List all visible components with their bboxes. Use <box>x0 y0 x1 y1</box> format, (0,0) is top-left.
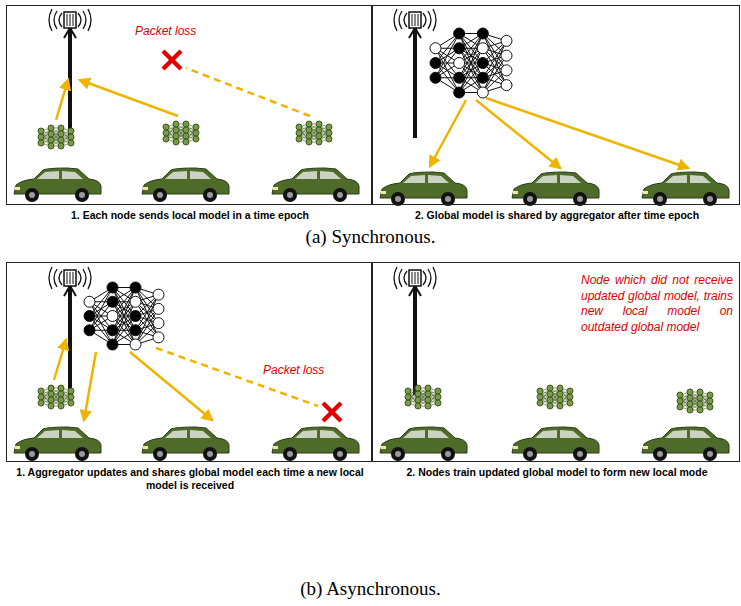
scenario-panel: Packet loss1. Each node sends local mode… <box>6 5 372 205</box>
local-model-network <box>38 385 74 409</box>
vehicle <box>642 427 729 461</box>
base-station-tower <box>49 9 91 138</box>
scenario-panel: Node which did not receive updated globa… <box>372 262 740 462</box>
scenario-panel: Packet loss1. Aggregator updates and sha… <box>6 262 372 462</box>
base-station-tower <box>394 9 436 138</box>
vehicle <box>642 172 729 206</box>
loss-cross <box>163 51 181 69</box>
transmission-arrow <box>80 80 178 116</box>
transmission-arrow <box>54 340 66 380</box>
vehicle <box>14 168 101 202</box>
panel-caption: 1. Aggregator updates and shares global … <box>5 466 375 492</box>
vehicle <box>272 168 359 202</box>
transmission-arrow <box>130 352 212 420</box>
subfigure-label: (a) Synchronous. <box>0 226 741 248</box>
vehicle <box>142 427 229 461</box>
panel-caption: 2. Nodes train updated global model to f… <box>371 466 741 479</box>
global-model-network <box>84 282 164 350</box>
vehicle <box>512 172 599 206</box>
transmission-arrow <box>430 100 466 166</box>
base-station-tower <box>394 267 436 395</box>
vehicle <box>272 427 359 461</box>
panel-caption: 1. Each node sends local model in a time… <box>5 209 375 222</box>
local-model-network <box>537 385 573 409</box>
local-model-network <box>163 121 199 145</box>
vehicle <box>142 168 229 202</box>
subfigure-label: (b) Asynchronous. <box>0 578 741 600</box>
local-model-network <box>677 389 713 413</box>
loss-cross <box>323 403 341 421</box>
loss-note: Packet loss <box>263 363 353 379</box>
transmission-arrow <box>186 68 310 116</box>
vehicle <box>14 427 101 461</box>
local-model-network <box>38 125 74 149</box>
local-model-network <box>296 121 332 145</box>
transmission-arrow <box>84 352 96 420</box>
panel-caption: 2. Global model is shared by aggregator … <box>371 209 741 222</box>
local-model-network <box>405 385 441 409</box>
vehicle <box>512 427 599 461</box>
global-model-network <box>430 28 512 98</box>
vehicle <box>380 172 467 206</box>
loss-note: Packet loss <box>135 24 225 40</box>
transmission-arrow <box>56 80 68 120</box>
vehicle <box>380 427 467 461</box>
scenario-panel: 2. Global model is shared by aggregator … <box>372 5 740 205</box>
outdated-model-note: Node which did not receive updated globa… <box>581 273 733 335</box>
transmission-arrow <box>486 98 688 168</box>
